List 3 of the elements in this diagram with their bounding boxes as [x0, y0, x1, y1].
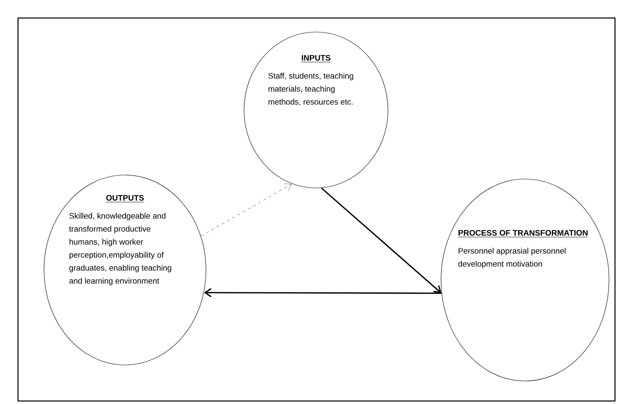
arrow	[321, 188, 442, 294]
arrow	[204, 288, 442, 298]
arrow	[200, 183, 292, 236]
